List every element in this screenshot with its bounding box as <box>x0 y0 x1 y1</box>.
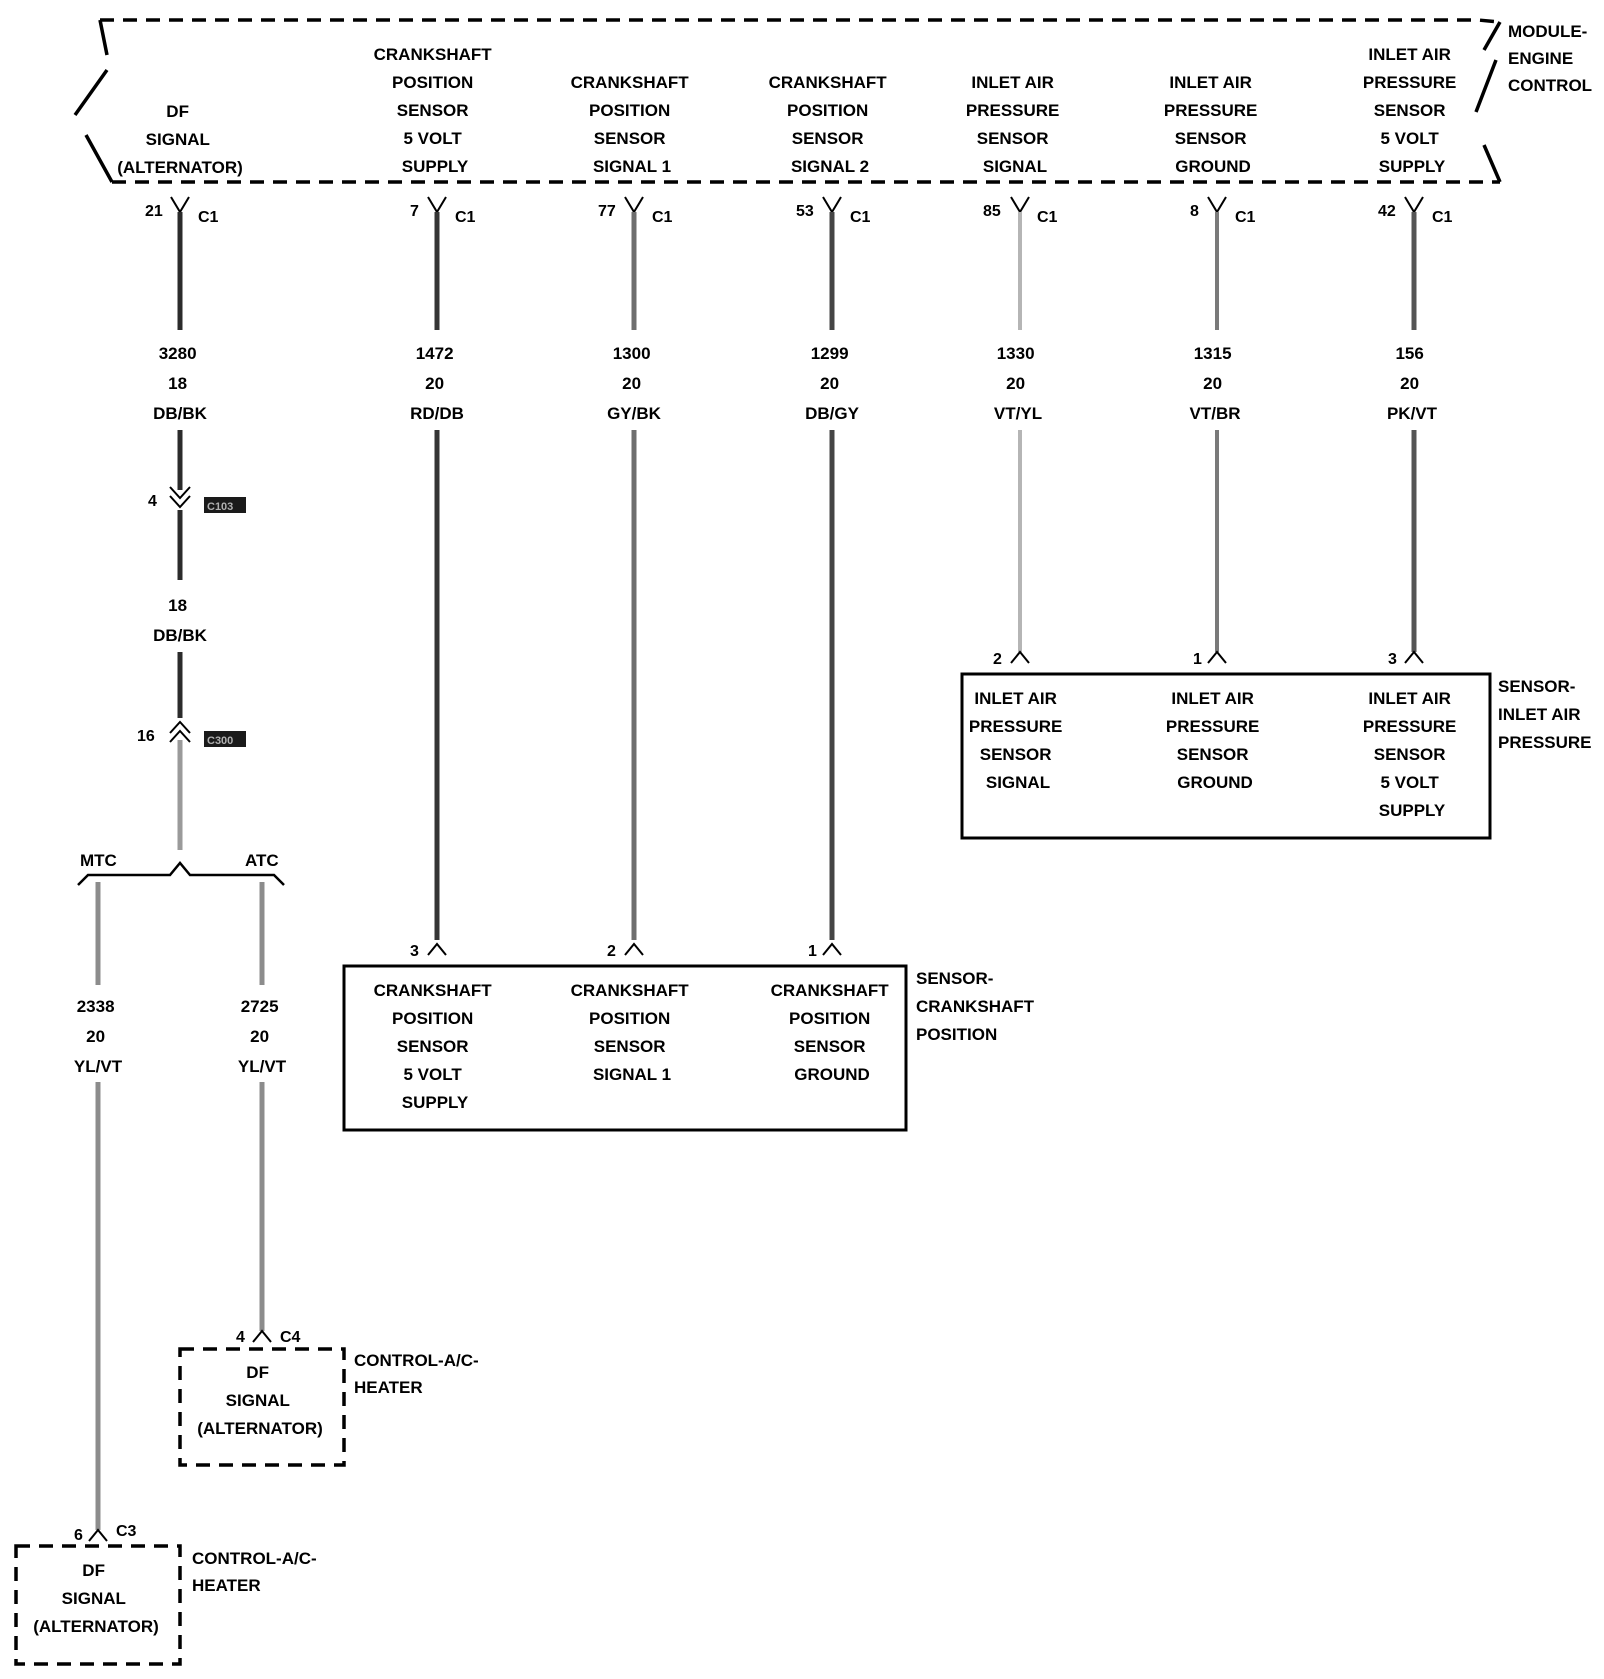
ckp-name: SENSOR- CRANKSHAFT POSITION <box>916 969 1039 1044</box>
ckp-label-supply: CRANKSHAFT POSITION SENSOR 5 VOLT SUPPLY <box>374 981 497 1112</box>
ecm-label-iap-supply: INLET AIR PRESSURE SENSOR 5 VOLT SUPPLY <box>1363 45 1461 176</box>
pin-number: 4 <box>148 493 157 510</box>
connector-id: C1 <box>455 209 476 226</box>
ckp-pin-1: 1 <box>808 943 817 960</box>
connector-tag-bg <box>204 497 246 513</box>
pin-number: 85 <box>983 203 1001 220</box>
connector-id: C1 <box>652 209 673 226</box>
ecm-label-df: DF SIGNAL (ALTERNATOR) <box>117 102 243 177</box>
crankshaft-position-sensor: 3 2 1 CRANKSHAFT POSITION SENSOR 5 VOLT … <box>342 942 1039 1132</box>
pin-number: 7 <box>410 203 419 220</box>
connector-id: C3 <box>116 1523 137 1540</box>
ecm-label-ckp-signal-2: CRANKSHAFT POSITION SENSOR SIGNAL 2 <box>769 73 892 176</box>
connector-id: C1 <box>1432 209 1453 226</box>
ecm-name-1: MODULE- <box>1508 22 1587 41</box>
inlet-air-pressure-sensor: 2 1 3 INLET AIR PRESSURE SENSOR SIGNAL I… <box>960 650 1592 840</box>
circuit-1472-label: 1472 20 RD/DB <box>410 344 464 423</box>
circuit-156-label: 156 20 PK/VT <box>1387 344 1438 423</box>
pin-number: 16 <box>137 728 155 745</box>
circuit-2338-label: 2338 20 YL/VT <box>74 997 123 1076</box>
connector-tag: C300 <box>207 735 233 747</box>
split-label-atc: ATC <box>245 851 279 870</box>
c3-label: DF SIGNAL (ALTERNATOR) <box>33 1561 159 1636</box>
pin-number: 42 <box>1378 203 1396 220</box>
ckp-label-ground: CRANKSHAFT POSITION SENSOR GROUND <box>771 981 894 1084</box>
connector-id: C1 <box>1235 209 1256 226</box>
ecm-label-iap-signal: INLET AIR PRESSURE SENSOR SIGNAL <box>966 73 1064 176</box>
ecm-pin-8: 8 C1 <box>1190 196 1256 226</box>
iap-label-signal: INLET AIR PRESSURE SENSOR SIGNAL <box>969 689 1067 792</box>
iap-label-ground: INLET AIR PRESSURE SENSOR GROUND <box>1166 689 1264 792</box>
ecm-name-2: ENGINE <box>1508 49 1573 68</box>
pin-number: 8 <box>1190 203 1199 220</box>
pin-number: 4 <box>236 1329 245 1346</box>
circuit-3280-mid-label: 18 DB/BK <box>153 596 208 645</box>
split-label-mtc: MTC <box>80 851 117 870</box>
ecm-label-iap-ground: INLET AIR PRESSURE SENSOR GROUND <box>1164 73 1262 176</box>
option-split: MTC ATC <box>77 851 285 886</box>
c4-name: CONTROL-A/C- HEATER <box>354 1351 483 1397</box>
c4-label: DF SIGNAL (ALTERNATOR) <box>197 1363 323 1438</box>
circuit-3280-label: 3280 18 DB/BK <box>153 344 208 423</box>
engine-control-module: MODULE- ENGINE CONTROL <box>73 18 1592 184</box>
ecm-label-ckp-supply: CRANKSHAFT POSITION SENSOR 5 VOLT SUPPLY <box>374 45 497 176</box>
connector-id: C1 <box>850 209 871 226</box>
wires <box>95 212 1417 1530</box>
ecm-pins: 21 C1 7 C1 77 C1 53 C1 85 C1 8 C1 <box>145 196 1453 226</box>
ecm-pin-labels: DF SIGNAL (ALTERNATOR) CRANKSHAFT POSITI… <box>117 45 1461 177</box>
c3-name: CONTROL-A/C- HEATER <box>192 1549 321 1595</box>
circuit-1330-label: 1330 20 VT/YL <box>994 344 1042 423</box>
ckp-label-signal: CRANKSHAFT POSITION SENSOR SIGNAL 1 <box>571 981 694 1084</box>
ckp-pin-3: 3 <box>410 943 419 960</box>
ecm-pin-85: 85 C1 <box>983 196 1058 226</box>
connector-tag: C103 <box>207 501 233 513</box>
ecm-pin-77: 77 C1 <box>598 196 673 226</box>
connector-id: C4 <box>280 1329 301 1346</box>
iap-name: SENSOR- INLET AIR PRESSURE <box>1498 677 1592 752</box>
circuit-1300-label: 1300 20 GY/BK <box>607 344 662 423</box>
circuit-1299-label: 1299 20 DB/GY <box>805 344 860 423</box>
circuit-2725-label: 2725 20 YL/VT <box>238 997 287 1076</box>
connector-id: C1 <box>1037 209 1058 226</box>
inline-connector-c300: 16 C300 <box>137 720 246 747</box>
pin-number: 6 <box>74 1527 83 1544</box>
ecm-name-3: CONTROL <box>1508 76 1592 95</box>
pin-number: 21 <box>145 203 163 220</box>
connector-tag-bg <box>204 731 246 747</box>
inline-connector-c103: 4 C103 <box>148 486 246 513</box>
pin-number: 77 <box>598 203 616 220</box>
ecm-pin-7: 7 C1 <box>410 196 476 226</box>
circuit-1315-label: 1315 20 VT/BR <box>1190 344 1241 423</box>
pin-number: 53 <box>796 203 814 220</box>
iap-pin-3: 3 <box>1388 651 1397 668</box>
ecm-label-ckp-signal-1: CRANKSHAFT POSITION SENSOR SIGNAL 1 <box>571 73 694 176</box>
circuit-labels: 3280 18 DB/BK 1472 20 RD/DB 1300 20 GY/B… <box>74 344 1438 1076</box>
ac-heater-control-c3: 6 C3 DF SIGNAL (ALTERNATOR) CONTROL-A/C-… <box>14 1523 321 1666</box>
connector-id: C1 <box>198 209 219 226</box>
iap-pin-1: 1 <box>1193 651 1202 668</box>
iap-label-supply: INLET AIR PRESSURE SENSOR 5 VOLT SUPPLY <box>1363 689 1461 820</box>
ac-heater-control-c4: 4 C4 DF SIGNAL (ALTERNATOR) CONTROL-A/C-… <box>178 1329 483 1467</box>
ckp-pin-2: 2 <box>607 943 616 960</box>
iap-pin-2: 2 <box>993 651 1002 668</box>
